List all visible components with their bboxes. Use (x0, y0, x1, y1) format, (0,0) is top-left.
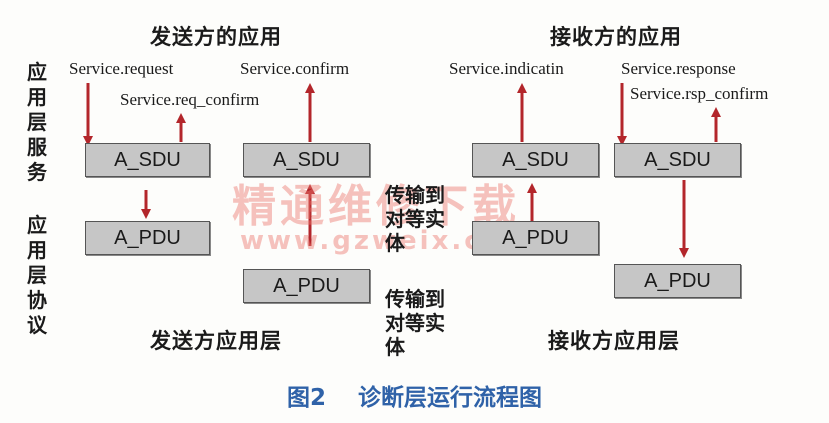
heading-receiver-app: 接收方的应用 (550, 24, 682, 49)
service-rsp-confirm: Service.rsp_confirm (630, 84, 769, 103)
receiver-pdu-box-2: A_PDU (614, 264, 741, 298)
receiver-sdu-box-2: A_SDU (614, 143, 741, 177)
transfer-label-lower: 传输到对等实体 (385, 287, 445, 359)
label-app-protocol: 应用层协议 (27, 213, 47, 337)
service-indication: Service.indicatin (449, 59, 564, 78)
service-response: Service.response (621, 59, 736, 78)
receiver-pdu-box: A_PDU (472, 221, 599, 255)
heading-receiver-layer: 接收方应用层 (548, 328, 680, 353)
sender-pdu-box-1: A_PDU (85, 221, 210, 255)
service-req-confirm: Service.req_confirm (120, 90, 260, 109)
sender-sdu-box: A_SDU (85, 143, 210, 177)
label-app-services: 应用层服务 (27, 60, 47, 184)
service-confirm: Service.confirm (240, 59, 350, 78)
sender-pdu-box-2: A_PDU (243, 269, 370, 303)
sender-sdu-box-2: A_SDU (243, 143, 370, 177)
heading-sender-layer: 发送方应用层 (150, 328, 282, 353)
heading-sender-app: 发送方的应用 (150, 24, 282, 49)
service-request: Service.request (69, 59, 174, 78)
transfer-label-upper: 传输到对等实体 (385, 183, 445, 255)
watermark-text: 精通维修下载 (232, 181, 520, 232)
figure-caption: 图2 诊断层运行流程图 (286, 385, 543, 411)
receiver-sdu-box: A_SDU (472, 143, 599, 177)
